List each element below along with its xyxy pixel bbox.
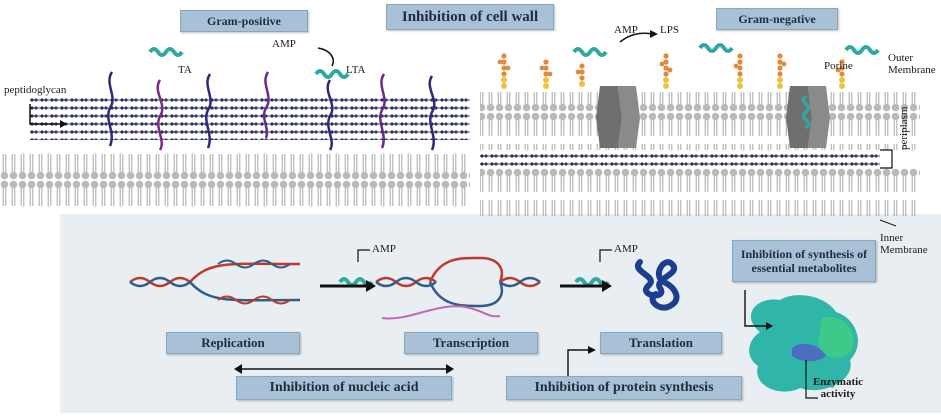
amp-label-gram-negative: AMP	[614, 24, 638, 36]
lps-label: LPS	[660, 24, 679, 36]
outer-membrane	[480, 92, 920, 150]
enzymatic-activity-label: Enzymatic activity	[812, 376, 864, 400]
protein-synthesis-arrow	[567, 346, 596, 378]
amp-helix-replication	[320, 249, 376, 292]
gram-positive-membrane	[0, 150, 470, 212]
gram-positive-envelope	[0, 47, 470, 212]
gram-negative-envelope	[480, 30, 920, 227]
transcription-graphic	[375, 256, 541, 320]
outer-membrane-label: Outer Membrane	[888, 52, 936, 76]
transcription-label: Transcription	[404, 332, 538, 354]
inner-membrane-label: Inner Membrane	[880, 232, 928, 256]
periplasm-label: periplasm	[898, 106, 910, 150]
nucleic-acid-label: Inhibition of nucleic acid	[236, 376, 452, 400]
amp-label-gram-positive: AMP	[272, 38, 296, 50]
translated-protein-graphic	[634, 259, 680, 311]
translation-label: Translation	[600, 332, 722, 354]
nucleic-acid-arrow	[234, 364, 454, 374]
cell-wall-title: Inhibition of cell wall	[386, 4, 554, 30]
ta-label: TA	[178, 64, 192, 76]
enzyme-graphic	[744, 290, 858, 399]
gram-positive-label: Gram-positive	[180, 10, 308, 32]
lta-label: LTA	[346, 64, 366, 76]
amp-label-translation: AMP	[614, 243, 638, 255]
amp-label-replication: AMP	[372, 243, 396, 255]
metabolites-label: Inhibition of synthesis of essential met…	[732, 240, 876, 282]
protein-synthesis-label: Inhibition of protein synthesis	[506, 376, 742, 400]
peptidoglycan-layer	[30, 96, 470, 140]
replication-label: Replication	[166, 332, 300, 354]
gram-negative-label: Gram-negative	[716, 8, 838, 30]
replication-graphic	[129, 259, 301, 305]
periplasm-layer	[480, 150, 880, 168]
amp-helix-translation	[560, 249, 612, 292]
peptidoglycan-label: peptidoglycan	[4, 84, 67, 96]
porine-label: Porine	[824, 60, 853, 72]
inner-membrane	[480, 168, 920, 216]
